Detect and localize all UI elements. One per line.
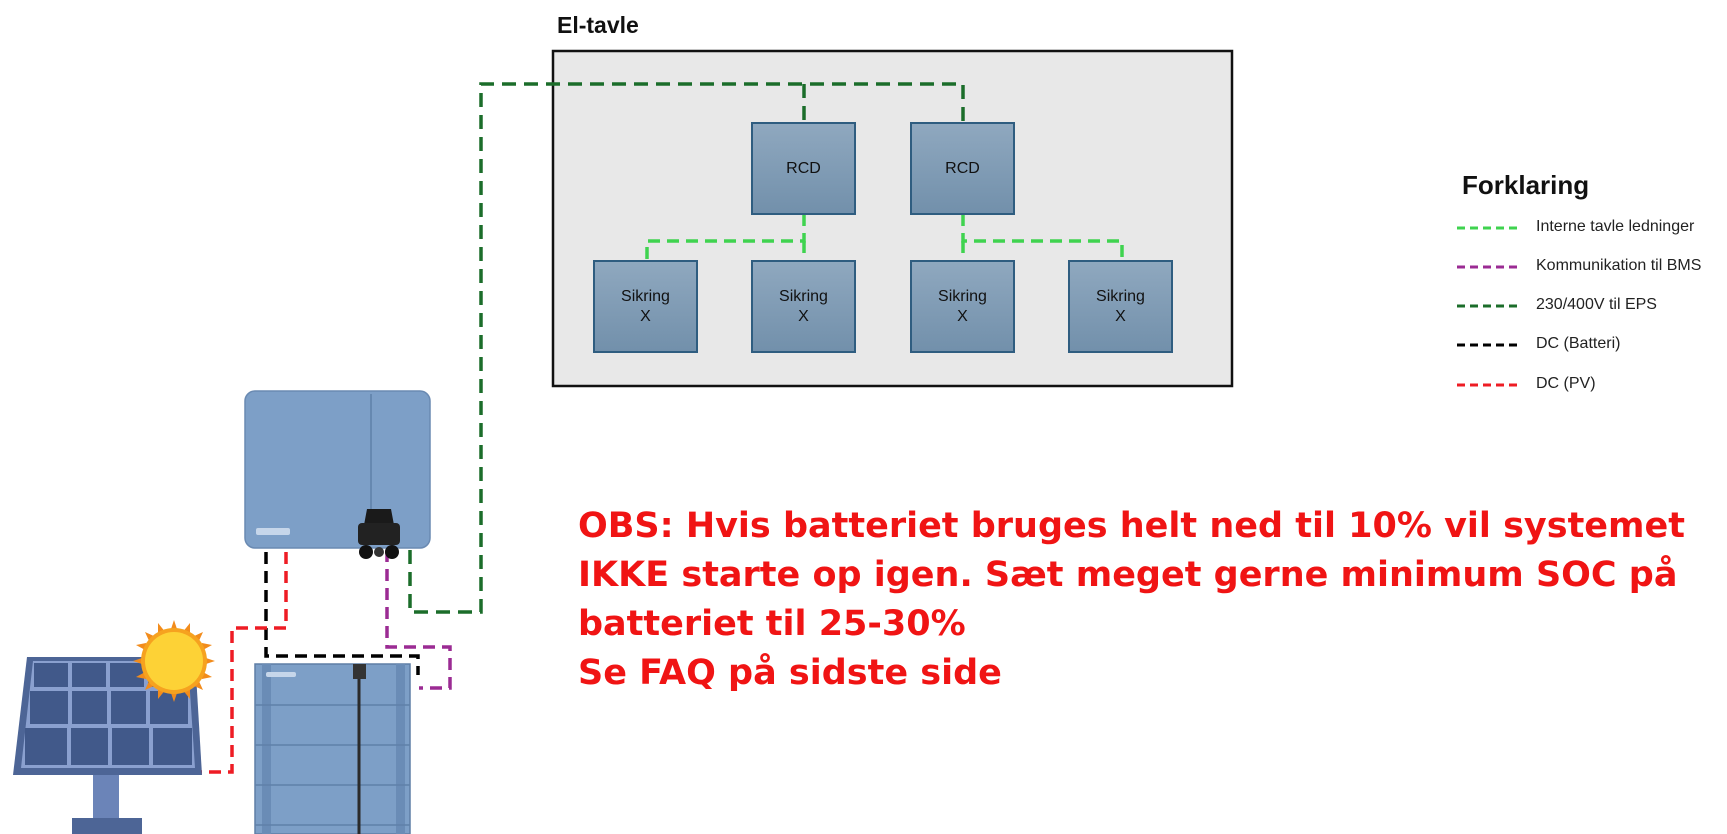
internal-board-wiring <box>645 214 1124 262</box>
notice-line: OBS: Hvis batteriet bruges helt ned til … <box>578 506 1685 546</box>
board-title: El-tavle <box>557 12 639 38</box>
fuse-id: X <box>1115 307 1126 325</box>
dc-battery-wiring <box>264 552 420 675</box>
fuse-id: X <box>640 307 651 325</box>
legend-label-bms: Kommunikation til BMS <box>1536 257 1702 274</box>
notice-line: batteriet til 25-30% <box>578 604 966 644</box>
eps-wiring <box>408 82 965 614</box>
fuse-id: X <box>798 307 809 325</box>
inverter-icon <box>244 390 431 559</box>
battery-stack-icon <box>254 663 411 834</box>
fuse-label: Sikring <box>938 287 987 305</box>
rcd-unit: RCD <box>751 122 856 215</box>
fuse-label: Sikring <box>1096 287 1145 305</box>
legend-title: Forklaring <box>1462 170 1590 200</box>
bms-communication-wiring <box>385 550 452 690</box>
warning-notice: OBS: Hvis batteriet bruges helt ned til … <box>578 502 1698 698</box>
notice-line: Se FAQ på sidste side <box>578 653 1002 693</box>
rcd-unit: RCD <box>910 122 1015 215</box>
legend-label-internal: Interne tavle ledninger <box>1536 218 1695 235</box>
rcd-label: RCD <box>786 159 821 177</box>
notice-line: IKKE starte op igen. Sæt meget gerne min… <box>578 555 1678 595</box>
legend-samples <box>1457 226 1520 387</box>
legend-label-dc-pv: DC (PV) <box>1536 375 1596 392</box>
fuse-label: Sikring <box>779 287 828 305</box>
fuse-id: X <box>957 307 968 325</box>
sun-icon <box>133 620 215 702</box>
fuse-unit: Sikring X <box>1068 260 1173 353</box>
fuse-unit: Sikring X <box>593 260 698 353</box>
fuse-unit: Sikring X <box>910 260 1015 353</box>
legend-label-dc-battery: DC (Batteri) <box>1536 335 1621 352</box>
fuse-unit: Sikring X <box>751 260 856 353</box>
rcd-label: RCD <box>945 159 980 177</box>
legend-label-eps: 230/400V til EPS <box>1536 296 1657 313</box>
fuse-label: Sikring <box>621 287 670 305</box>
